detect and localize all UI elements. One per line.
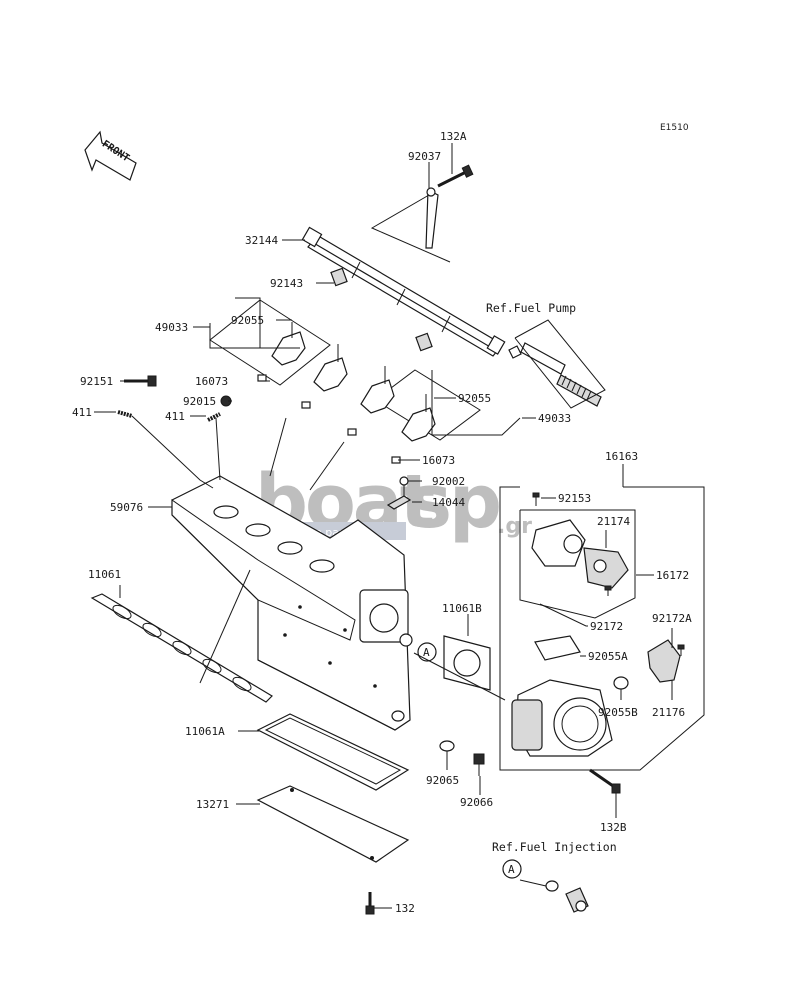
front-arrow-icon: FRONT (84, 130, 137, 181)
gasket-11061B (443, 635, 491, 691)
oring-92065 (439, 740, 455, 752)
sensor-16172 (583, 547, 629, 589)
ref-fuel-pump: Ref.Fuel Pump (486, 301, 576, 315)
callout-a-lower: A (502, 859, 522, 879)
throttle-body (511, 679, 613, 757)
label-49033-right: 49033 (538, 412, 571, 425)
label-11061: 11061 (88, 568, 121, 581)
label-92065: 92065 (426, 774, 459, 787)
bracket-14044 (386, 495, 412, 510)
injector-2 (301, 344, 348, 409)
gasket-11061 (90, 593, 273, 703)
gasket-92055A (534, 635, 581, 661)
label-132B: 132B (600, 821, 627, 834)
sensor-21176 (647, 639, 681, 683)
label-132A: 132A (440, 130, 467, 143)
fuel-pump-ref-parts (508, 319, 606, 409)
cover-gasket-11061A (256, 713, 410, 791)
part-labels: 132A 92037 32144 92143 49033 92055 92151… (72, 130, 692, 915)
label-92055-left: 92055 (231, 314, 264, 327)
rail-clip (425, 187, 439, 249)
injector-box-1 (209, 299, 331, 386)
watermark: boat sp .gr boat spare parts (255, 459, 532, 545)
label-92015: 92015 (183, 395, 216, 408)
label-92153: 92153 (558, 492, 591, 505)
label-59076: 59076 (110, 501, 143, 514)
pin-411-left (117, 410, 133, 418)
label-92151: 92151 (80, 375, 113, 388)
throttle-box-16163 (499, 486, 705, 771)
screw-92172 (604, 585, 612, 596)
screw-92153 (532, 492, 540, 506)
throttle-box-16172 (519, 509, 636, 619)
screw-92172A (677, 644, 685, 656)
leader-lines (94, 143, 673, 909)
injector-3 (347, 332, 433, 436)
label-92172: 92172 (590, 620, 623, 633)
label-21174: 21174 (597, 515, 630, 528)
pin-411-mid (207, 412, 221, 422)
oring-92055B (613, 676, 629, 690)
bolt-92151 (124, 375, 157, 387)
label-16163: 16163 (605, 450, 638, 463)
label-92055B: 92055B (598, 706, 638, 719)
label-21176: 21176 (652, 706, 685, 719)
ref-fuel-injection: Ref.Fuel Injection (492, 840, 617, 854)
watermark-domain: .gr (497, 514, 532, 539)
sensor-bracket-21174 (531, 519, 586, 567)
label-11061A: 11061A (185, 725, 225, 738)
label-92066: 92066 (460, 796, 493, 809)
bolt-132B (589, 768, 621, 794)
fuel-injection-ref-parts (545, 880, 589, 913)
bolt-132 (365, 892, 375, 915)
intake-manifold (171, 475, 413, 731)
bolt-92066 (473, 753, 485, 776)
label-14044: 14044 (432, 496, 465, 509)
label-13271: 13271 (196, 798, 229, 811)
label-92172A: 92172A (652, 612, 692, 625)
label-16073-right: 16073 (422, 454, 455, 467)
watermark-brand-right: sp (408, 459, 499, 545)
diagram-code: E1510 (660, 123, 689, 133)
label-132: 132 (395, 902, 415, 915)
fuel-rail (301, 226, 506, 357)
label-92037: 92037 (408, 150, 441, 163)
label-411-mid: 411 (165, 410, 185, 423)
label-11061B: 11061B (442, 602, 482, 615)
label-411-left: 411 (72, 406, 92, 419)
label-92055A: 92055A (588, 650, 628, 663)
label-92055-right: 92055 (458, 392, 491, 405)
label-92143: 92143 (270, 277, 303, 290)
svg-text:A: A (508, 863, 515, 876)
callout-a-upper: A (417, 642, 437, 662)
label-16073-left: 16073 (195, 375, 228, 388)
label-16172: 16172 (656, 569, 689, 582)
svg-text:A: A (423, 646, 430, 659)
bolt-132A (437, 164, 474, 188)
label-32144: 32144 (245, 234, 278, 247)
injector-4 (391, 394, 436, 464)
label-92002: 92002 (432, 475, 465, 488)
cover-13271 (256, 785, 410, 863)
label-49033-left: 49033 (155, 321, 188, 334)
